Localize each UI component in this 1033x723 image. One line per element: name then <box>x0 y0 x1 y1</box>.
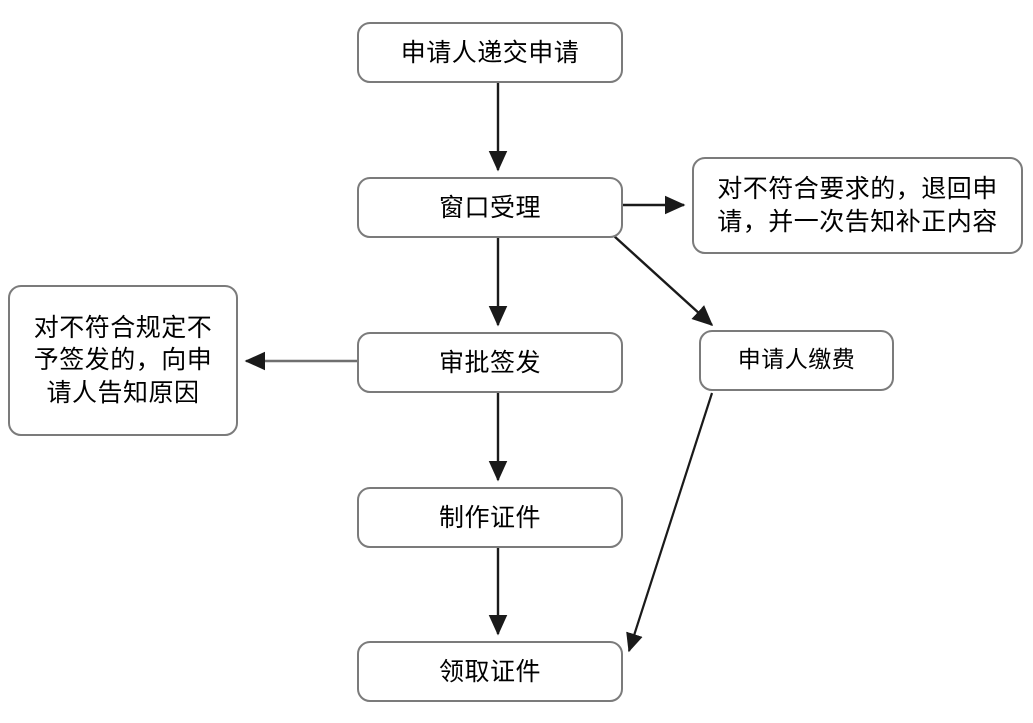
node-produce-certificate[interactable]: 制作证件 <box>357 487 623 548</box>
node-label: 申请人递交申请 <box>400 38 580 67</box>
node-label: 窗口受理 <box>438 193 541 222</box>
node-label: 对不符合规定不 予签发的，向申 请人告知原因 <box>33 312 213 407</box>
node-collect-certificate[interactable]: 领取证件 <box>357 641 623 702</box>
node-window-acceptance[interactable]: 窗口受理 <box>357 177 623 238</box>
node-label: 领取证件 <box>438 657 541 686</box>
node-return-application-notice[interactable]: 对不符合要求的，退回申 请，并一次告知补正内容 <box>692 157 1023 254</box>
node-label: 申请人缴费 <box>737 347 856 374</box>
node-approval-issuance[interactable]: 审批签发 <box>357 332 623 393</box>
node-inform-reason-notice[interactable]: 对不符合规定不 予签发的，向申 请人告知原因 <box>8 285 238 436</box>
node-submit-application[interactable]: 申请人递交申请 <box>357 22 623 83</box>
node-applicant-payment[interactable]: 申请人缴费 <box>699 330 894 391</box>
node-label: 审批签发 <box>438 348 541 377</box>
edge-pay-to-collect <box>626 392 714 653</box>
node-label: 对不符合要求的，退回申 请，并一次告知补正内容 <box>717 174 998 236</box>
node-label: 制作证件 <box>438 503 541 532</box>
